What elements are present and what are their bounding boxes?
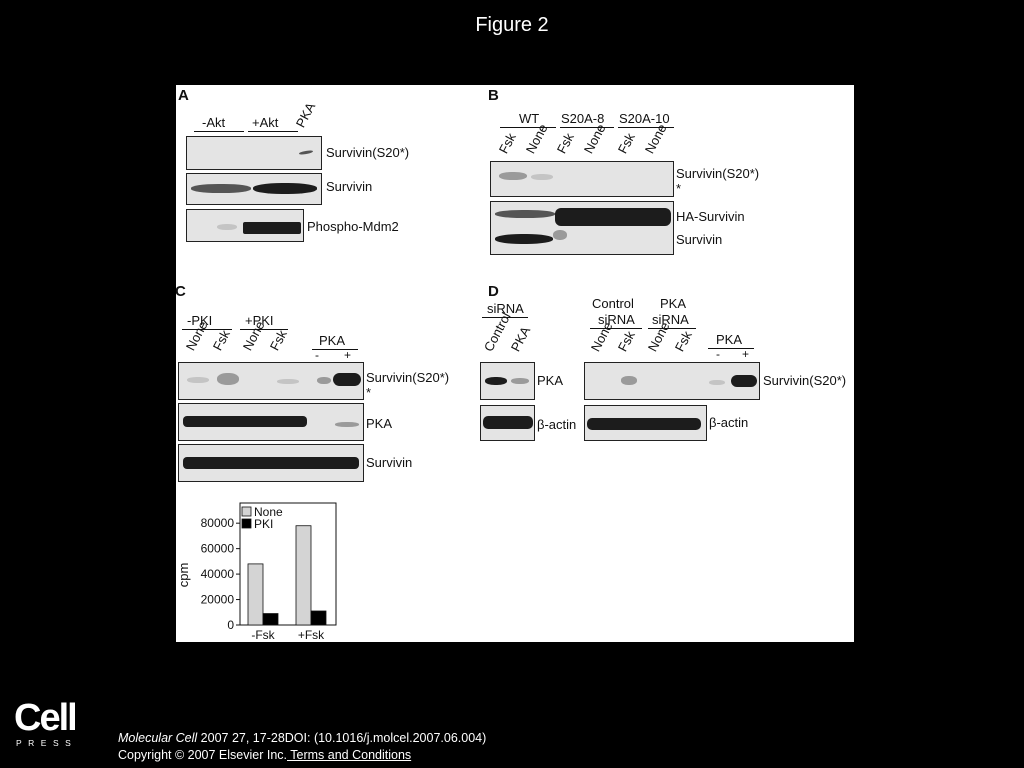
panel-a-blot-survivin [186, 173, 322, 205]
panel-c-group-minus-pki: -PKI [187, 313, 213, 328]
chart-ylabel: cpm [176, 563, 191, 588]
panel-d-lane-2: Fsk [614, 328, 638, 354]
panel-d-lane-4: Fsk [671, 328, 695, 354]
panel-d-group-control: Control [592, 296, 634, 311]
panel-d-pka-label: PKA [716, 332, 743, 347]
copyright-text: Copyright © 2007 Elsevier Inc. [118, 748, 288, 762]
citation-line: Molecular Cell 2007 27, 17-28DOI: (10.10… [118, 731, 486, 745]
panel-a-blot-survivin-s20 [186, 136, 322, 170]
panel-a-row-phospho-mdm2: Phospho-Mdm2 [307, 219, 399, 234]
x-category-label: +Fsk [298, 628, 325, 642]
panel-a-blot-phospho-mdm2 [186, 209, 304, 242]
panel-d-pka-minus: - [716, 347, 720, 361]
panel-d-left-header: siRNA [487, 301, 524, 316]
panel-d-left-row-pka: PKA [537, 373, 564, 388]
cell-press-logo: Cell [14, 697, 78, 739]
panel-c-group-pka: PKA [319, 333, 346, 348]
panel-b-blot-survivin-s20 [490, 161, 674, 197]
panel-c-pka-plus: + [344, 348, 352, 362]
figure-image: A -Akt +Akt PKA Survivin(S20*) Survivin … [176, 85, 854, 642]
panel-c-pka-minus: - [315, 348, 319, 362]
copyright-line: Copyright © 2007 Elsevier Inc. Terms and… [118, 748, 411, 762]
panel-d-lane-1: None [587, 319, 616, 354]
panel-b-lane-1: Fsk [495, 130, 519, 156]
panel-a-row-survivin: Survivin [326, 179, 373, 194]
legend-swatch-none [241, 506, 252, 517]
panel-a-group-minus-akt: -Akt [202, 115, 226, 130]
panel-a-letter: A [178, 87, 189, 104]
panel-d-right-blot-survivin-s20 [584, 362, 760, 400]
panel-d-left-lane-pka: PKA [507, 323, 534, 354]
panel-d-group-pka: PKA [660, 296, 687, 311]
citation-text: 2007 27, 17-28DOI: (10.1016/j.molcel.200… [197, 731, 487, 745]
panel-b-blot-ha-survivin [490, 201, 674, 255]
panel-a-group-plus-akt: +Akt [252, 115, 279, 130]
slide-title: Figure 2 [475, 14, 549, 36]
panel-c-row-asterisk: * [366, 385, 372, 400]
panel-b-row-survivin: Survivin [676, 232, 723, 247]
y-tick-label: 80000 [201, 516, 235, 530]
panel-b-group-wt: WT [519, 111, 540, 126]
bar-none-1 [247, 563, 264, 626]
legend-label-pki: PKI [254, 517, 273, 531]
panel-b-row-survivin-s20: Survivin(S20*) [676, 166, 760, 181]
panel-c-blot-survivin [178, 444, 364, 482]
panel-d-left-row-actin: β-actin [537, 417, 577, 432]
panel-b-group-s20a-8: S20A-8 [561, 111, 605, 126]
bar-pki-2 [310, 610, 327, 626]
terms-and-conditions-link[interactable]: Terms and Conditions [287, 748, 412, 762]
panel-d-left-blot-actin [480, 405, 535, 441]
panel-c-lane-3: None [239, 318, 268, 353]
panel-d-right-row-actin: β-actin [709, 415, 749, 430]
panel-b-lane-5: Fsk [614, 130, 638, 156]
panel-a-row-survivin-s20: Survivin(S20*) [326, 145, 410, 160]
panel-c-lane-2: Fsk [209, 327, 233, 353]
panel-d-lane-3: None [644, 319, 673, 354]
legend-label-none: None [254, 505, 283, 519]
panel-c-letter: C [176, 283, 186, 300]
y-tick-label: 60000 [201, 542, 235, 556]
panel-d-left-blot-pka [480, 362, 535, 400]
cell-press-logo-sub: PRESS [16, 738, 78, 748]
panel-c-row-survivin-s20: Survivin(S20*) [366, 370, 450, 385]
journal-name: Molecular Cell [118, 731, 198, 745]
panel-b-letter: B [488, 87, 499, 104]
panel-b-group-s20a-10: S20A-10 [619, 111, 670, 126]
panel-d-right-blot-actin [584, 405, 707, 441]
panel-c-blot-survivin-s20 [178, 362, 364, 400]
panel-d-letter: D [488, 283, 499, 300]
panel-d-group-pka-sirna: siRNA [652, 312, 689, 327]
panel-c-row-survivin: Survivin [366, 455, 413, 470]
chart-frame [239, 502, 337, 626]
y-tick-label: 40000 [201, 567, 235, 581]
legend-swatch-pki [241, 518, 252, 529]
y-tick-label: 20000 [201, 593, 235, 607]
panel-c-lane-4: Fsk [266, 327, 290, 353]
x-category-label: -Fsk [251, 628, 275, 642]
panel-c-group-plus-pki: +PKI [245, 313, 274, 328]
panel-c-blot-pka [178, 403, 364, 441]
panel-b-row-asterisk: * [676, 181, 682, 196]
panel-d-pka-plus: + [742, 347, 750, 361]
bar-none-2 [295, 525, 312, 626]
bar-pki-1 [262, 613, 279, 626]
panel-b-row-ha-survivin: HA-Survivin [676, 209, 745, 224]
panel-a-pka-label: PKA [292, 99, 319, 130]
panel-d-group-control-sirna: siRNA [598, 312, 635, 327]
y-tick-label: 0 [227, 618, 234, 632]
panel-d-right-row-survivin-s20: Survivin(S20*) [763, 373, 847, 388]
panel-c-row-pka: PKA [366, 416, 393, 431]
panel-b-lane-3: Fsk [553, 130, 577, 156]
